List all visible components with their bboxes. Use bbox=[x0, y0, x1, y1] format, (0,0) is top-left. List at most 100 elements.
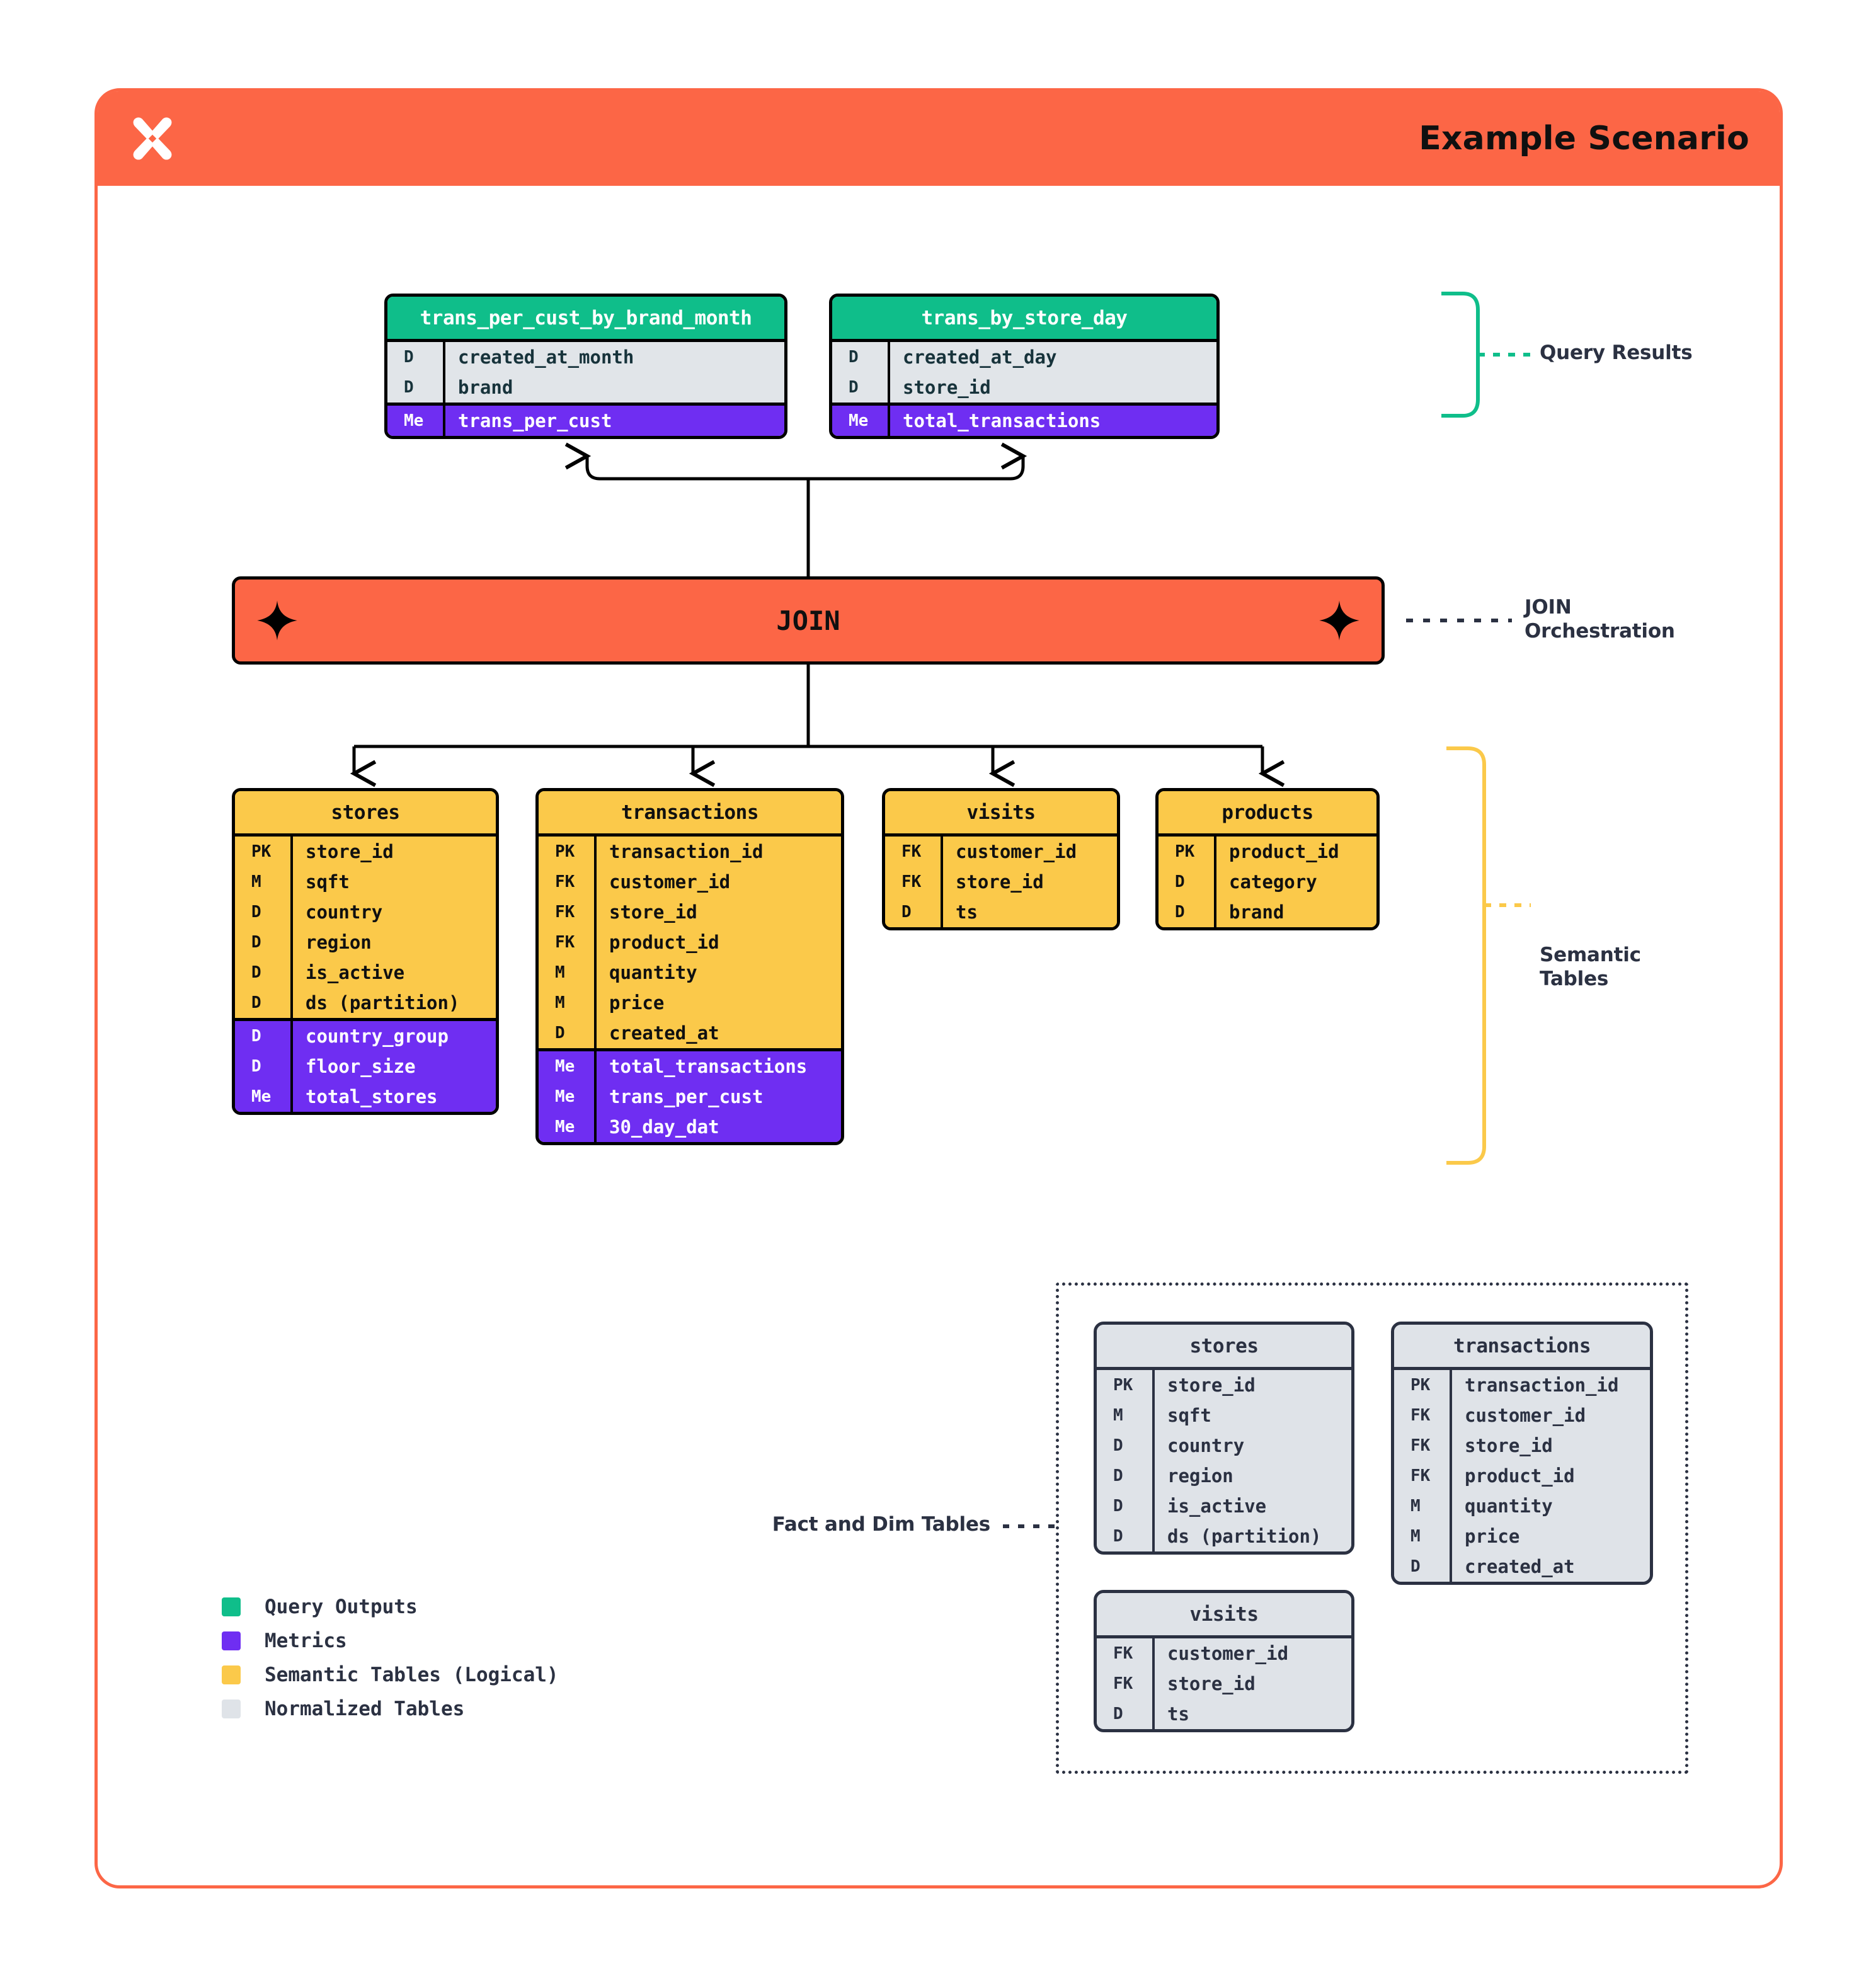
table-row[interactable]: D created_at_month bbox=[387, 342, 784, 372]
metric-group: Me trans_per_cust bbox=[387, 403, 784, 436]
row-key: Me bbox=[555, 1057, 575, 1076]
row-key: PK bbox=[555, 842, 575, 861]
query-result-table[interactable]: trans_by_store_day D created_at_day D st… bbox=[829, 294, 1220, 439]
legend-swatch-normalized-tables bbox=[222, 1700, 241, 1718]
row-field: transaction_id bbox=[609, 841, 764, 862]
table-title: stores bbox=[235, 791, 496, 833]
row-key: FK bbox=[555, 872, 575, 891]
row-key: M bbox=[1410, 1527, 1421, 1546]
column-divider bbox=[443, 406, 445, 436]
row-field: created_at_day bbox=[903, 346, 1057, 368]
table-row[interactable]: D created_at_day bbox=[832, 342, 1216, 372]
row-field: store_id bbox=[306, 841, 394, 862]
row-key: FK bbox=[1410, 1436, 1431, 1455]
row-key: FK bbox=[901, 872, 922, 891]
row-key: Me bbox=[849, 411, 869, 430]
row-key: D bbox=[404, 378, 414, 397]
query-result-table[interactable]: trans_per_cust_by_brand_month D created_… bbox=[384, 294, 787, 439]
row-field: customer_id bbox=[956, 841, 1077, 862]
row-field: store_id bbox=[1465, 1435, 1553, 1456]
annotation-label: Query Results bbox=[1540, 341, 1693, 364]
row-key: FK bbox=[1113, 1674, 1133, 1693]
row-field: product_id bbox=[1229, 841, 1339, 862]
table-row[interactable]: Me total_transactions bbox=[539, 1051, 841, 1082]
row-field: ts bbox=[956, 901, 978, 923]
row-key: D bbox=[1410, 1557, 1421, 1576]
row-key: D bbox=[251, 1057, 261, 1076]
row-field: total_transactions bbox=[609, 1056, 808, 1077]
table-row[interactable]: Me trans_per_cust bbox=[387, 406, 784, 436]
metric-group: Me total_transactions bbox=[832, 403, 1216, 436]
card-header: Example Scenario bbox=[98, 91, 1780, 186]
legend-swatch-metrics bbox=[222, 1631, 241, 1650]
column-divider bbox=[594, 837, 597, 1048]
table-row[interactable]: PK transaction_id bbox=[539, 837, 841, 867]
row-field: ds (partition) bbox=[1167, 1526, 1322, 1547]
table-row[interactable]: D store_id bbox=[832, 372, 1216, 403]
table-row[interactable]: PK store_id bbox=[235, 837, 496, 867]
row-key: D bbox=[251, 963, 261, 982]
table-title: trans_per_cust_by_brand_month bbox=[387, 297, 784, 339]
column-divider bbox=[1450, 1370, 1452, 1582]
row-field: country_group bbox=[306, 1025, 449, 1047]
table-row[interactable]: D brand bbox=[387, 372, 784, 403]
row-key: D bbox=[251, 903, 261, 922]
row-key: M bbox=[1113, 1406, 1123, 1425]
row-key: PK bbox=[251, 842, 272, 861]
column-divider bbox=[290, 1021, 293, 1112]
row-field: store_id bbox=[609, 901, 697, 923]
annotation-label-line1: Semantic bbox=[1540, 944, 1641, 966]
table-row[interactable]: Me total_transactions bbox=[832, 406, 1216, 436]
legend-label: Normalized Tables bbox=[265, 1698, 465, 1720]
join-orchestration-bar[interactable]: JOIN bbox=[232, 576, 1385, 665]
table-row[interactable]: FK store_id bbox=[1394, 1431, 1650, 1461]
column-divider bbox=[443, 342, 445, 403]
row-key: D bbox=[251, 933, 261, 952]
